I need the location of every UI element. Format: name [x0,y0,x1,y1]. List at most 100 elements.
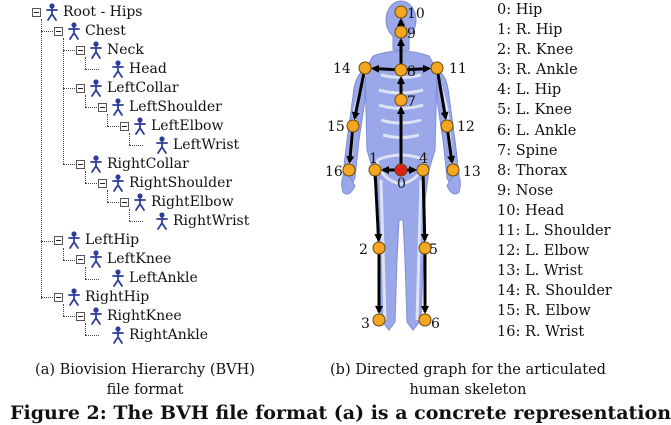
tree-node-label: RightHip [85,289,150,305]
joint-index-item: 12: L. Elbow [497,243,590,260]
collapse-toggle-icon[interactable] [54,292,63,302]
tree-connector [85,335,99,336]
skeleton-joint-label-0: 0 [397,176,406,192]
tree-node-leftcollar[interactable]: LeftCollar [76,79,179,97]
skeleton-joint-3 [372,313,386,327]
joint-index-item: 8: Thorax [497,162,568,179]
tree-connector [107,202,121,203]
joint-figure-icon [44,3,60,21]
collapse-toggle-icon[interactable] [98,102,107,112]
skeleton-joint-0 [394,163,408,177]
tree-node-root[interactable]: Root - Hips [32,3,143,21]
tree-connector [63,248,64,260]
joint-figure-icon [110,269,126,287]
tree-connector [85,95,86,107]
skeleton-joint-label-4: 4 [419,151,428,167]
collapse-toggle-icon[interactable] [76,254,85,264]
caption-a: (a) Biovision Hierarchy (BVH) file forma… [20,360,270,400]
skeleton-joint-1 [368,163,382,177]
tree-node-label: LeftHip [85,232,140,248]
joint-figure-icon [110,174,126,192]
tree-connector [41,241,55,242]
tree-connector [85,107,99,108]
joint-index-item: 4: L. Hip [497,82,562,99]
joint-figure-icon [110,326,126,344]
collapse-toggle-icon[interactable] [98,178,107,188]
skeleton-joint-12 [440,119,454,133]
tree-connector [41,31,55,32]
caption-b-line2: human skeleton [409,382,527,398]
tree-connector [63,316,77,317]
skeleton-joint-6 [418,313,432,327]
skeleton-joint-7 [394,93,408,107]
skeleton-joint-2 [372,241,386,255]
skeleton-joint-9 [394,25,408,39]
tree-node-label: RightAnkle [129,327,208,343]
joint-index-item: 5: L. Knee [497,102,572,119]
collapse-toggle-icon[interactable] [120,197,129,207]
tree-connector [107,126,121,127]
tree-node-label: Head [129,61,167,77]
tree-connector [107,114,108,126]
tree-node-label: RightCollar [107,156,189,172]
tree-node-leftknee[interactable]: LeftKnee [76,250,171,268]
tree-node-rightcollar[interactable]: RightCollar [76,155,189,173]
joint-figure-icon [88,79,104,97]
joint-figure-icon [88,155,104,173]
tree-node-rightankle[interactable]: RightAnkle [110,326,208,344]
collapse-toggle-icon[interactable] [54,26,63,36]
skeleton-joint-label-11: 11 [449,61,467,77]
tree-node-label: LeftShoulder [129,99,222,115]
skeleton-joint-label-13: 13 [463,164,481,180]
tree-connector [129,221,143,222]
tree-connector [41,19,42,299]
skeleton-joint-label-8: 8 [407,64,416,80]
joint-figure-icon [154,212,170,230]
skeleton-edge-1-2 [373,169,383,243]
collapse-toggle-icon[interactable] [54,235,63,245]
joint-index-item: 11: L. Shoulder [497,223,611,240]
collapse-toggle-icon[interactable] [120,121,129,131]
tree-node-rightknee[interactable]: RightKnee [76,307,182,325]
skeleton-joint-label-12: 12 [457,119,475,135]
joint-figure-icon [66,288,82,306]
skeleton-joint-label-3: 3 [361,316,370,332]
tree-node-head[interactable]: Head [110,60,167,78]
collapse-toggle-icon[interactable] [76,83,85,93]
tree-node-leftshoulder[interactable]: LeftShoulder [98,98,222,116]
joint-figure-icon [88,41,104,59]
tree-connector [63,38,64,164]
tree-connector [85,183,99,184]
tree-node-rightwrist[interactable]: RightWrist [154,212,249,230]
tree-connector [85,171,86,183]
skeleton-joint-label-1: 1 [369,151,378,167]
tree-node-lefthip[interactable]: LeftHip [54,231,139,249]
tree-node-leftelbow[interactable]: LeftElbow [120,117,223,135]
collapse-toggle-icon[interactable] [76,45,85,55]
skeleton-joint-8 [394,63,408,77]
tree-node-leftankle[interactable]: LeftAnkle [110,269,198,287]
collapse-toggle-icon[interactable] [76,159,85,169]
tree-node-leftwrist[interactable]: LeftWrist [154,136,239,154]
tree-node-neck[interactable]: Neck [76,41,144,59]
tree-node-label: Chest [85,23,126,39]
tree-connector [129,133,130,145]
tree-node-rightshoulder[interactable]: RightShoulder [98,174,232,192]
tree-node-label: LeftAnkle [129,270,198,286]
collapse-toggle-icon[interactable] [32,7,41,17]
joint-index-item: 14: R. Shoulder [497,283,612,300]
tree-node-chest[interactable]: Chest [54,22,126,40]
tree-connector [85,69,99,70]
collapse-toggle-icon[interactable] [76,311,85,321]
tree-node-label: RightShoulder [129,175,233,191]
joint-figure-icon [66,22,82,40]
tree-node-rightelbow[interactable]: RightElbow [120,193,234,211]
joint-index-item: 2: R. Knee [497,42,574,59]
tree-connector [85,323,86,335]
tree-connector [41,297,55,298]
tree-connector [85,279,99,280]
joint-figure-icon [132,193,148,211]
tree-node-righthip[interactable]: RightHip [54,288,149,306]
